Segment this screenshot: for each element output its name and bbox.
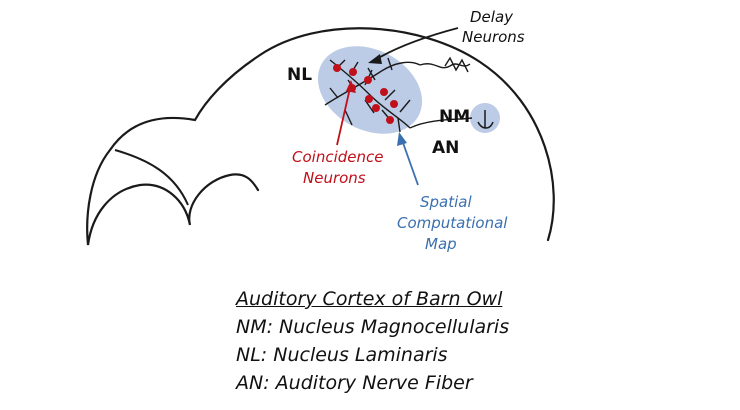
beak-inner-line <box>114 149 189 206</box>
coincidence-neuron <box>386 116 394 124</box>
caption-title: Auditory Cortex of Barn Owl <box>236 288 503 310</box>
spatial-label-line3: Map <box>425 235 457 253</box>
caption-line-an: AN: Auditory Nerve Fiber <box>236 372 473 394</box>
an-label: AN <box>432 138 459 158</box>
nm-neuron <box>477 110 494 129</box>
coincidence-neuron <box>390 100 398 108</box>
coincidence-label-line1: Coincidence <box>292 148 383 166</box>
coincidence-neuron <box>349 68 357 76</box>
coincidence-label-line2: Neurons <box>303 169 366 187</box>
coincidence-neurons <box>333 64 398 124</box>
coincidence-neuron <box>365 95 373 103</box>
spatial-label-line2: Computational <box>397 214 508 232</box>
nm-axon <box>409 117 473 129</box>
caption-line-nm: NM: Nucleus Magnocellularis <box>236 316 510 338</box>
caption-line-nl: NL: Nucleus Laminaris <box>236 344 448 366</box>
owl-head-outline <box>86 27 555 246</box>
nm-label: NM <box>439 107 470 127</box>
coincidence-neuron <box>380 88 388 96</box>
delay-label-line1: Delay <box>470 8 514 26</box>
delay-label-line2: Neurons <box>462 28 525 46</box>
spatial-label-line1: Spatial <box>420 193 472 211</box>
delay-arrow <box>368 27 459 64</box>
coincidence-neuron <box>364 76 372 84</box>
nl-region <box>317 46 423 134</box>
spatial-arrow <box>397 132 419 186</box>
nl-label: NL <box>287 65 312 85</box>
coincidence-neuron <box>372 104 380 112</box>
coincidence-arrow <box>336 80 356 146</box>
coincidence-neuron <box>333 64 341 72</box>
